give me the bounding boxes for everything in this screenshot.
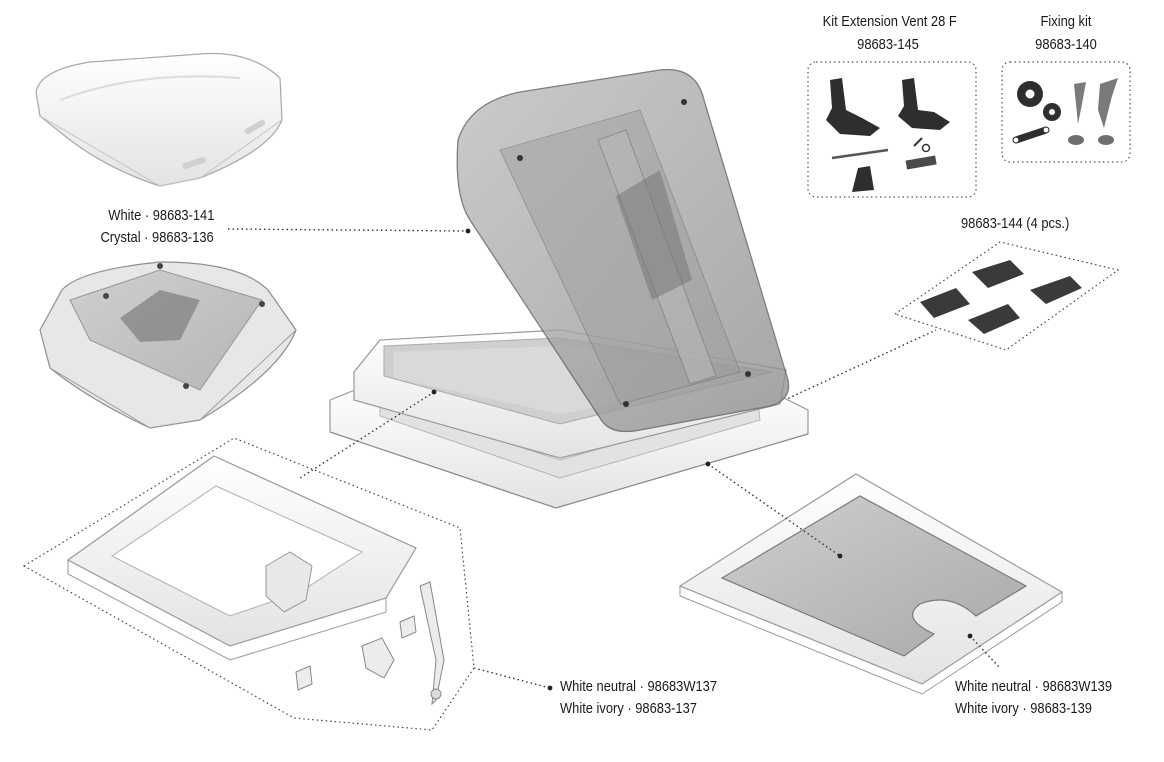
leader-dot-vent-base <box>705 461 711 467</box>
fixing-kit-box <box>1001 61 1131 163</box>
leader-dot-fly-screen <box>837 553 843 559</box>
fly-screen-label-line1: White neutral · 98683W139 <box>955 678 1113 695</box>
leader-roof-cover <box>227 228 469 232</box>
leader-inner-frame-label <box>473 667 551 689</box>
fly-screen-label-line2: White ivory · 98683-139 <box>955 700 1092 717</box>
fixing-kit-title: Fixing kit <box>1040 13 1092 30</box>
extension-kit-title: Kit Extension Vent 28 F <box>822 13 957 30</box>
fixing-kit-code: 98683-140 <box>1035 36 1097 53</box>
corner-pads-group <box>893 241 1120 351</box>
leader-dot-roof-cover <box>465 228 471 234</box>
roof-cover-white <box>35 52 283 187</box>
roof-cover-label-line2: Crystal · 98683-136 <box>100 229 214 246</box>
leader-fly-screen-label <box>969 635 1001 669</box>
fly-screen <box>678 473 1064 695</box>
corner-pads-label: 98683-144 (4 pcs.) <box>961 215 1070 232</box>
extension-kit-box <box>807 61 977 198</box>
leader-corner-pads <box>775 329 937 405</box>
leader-dot-fly-screen-cutout <box>967 633 973 639</box>
leader-dot-vent <box>431 389 437 395</box>
roof-cover-crystal <box>39 261 297 429</box>
roof-cover-label-line1: White · 98683-141 <box>107 207 214 224</box>
inner-frame-label-line1: White neutral · 98683W137 <box>560 678 718 695</box>
inner-frame-label-line2: White ivory · 98683-137 <box>560 700 697 717</box>
extension-kit-code: 98683-145 <box>857 36 919 53</box>
inner-frame-group <box>22 437 475 731</box>
leader-dot-inner-frame <box>547 685 553 691</box>
vent-smoked-lid <box>456 68 790 433</box>
